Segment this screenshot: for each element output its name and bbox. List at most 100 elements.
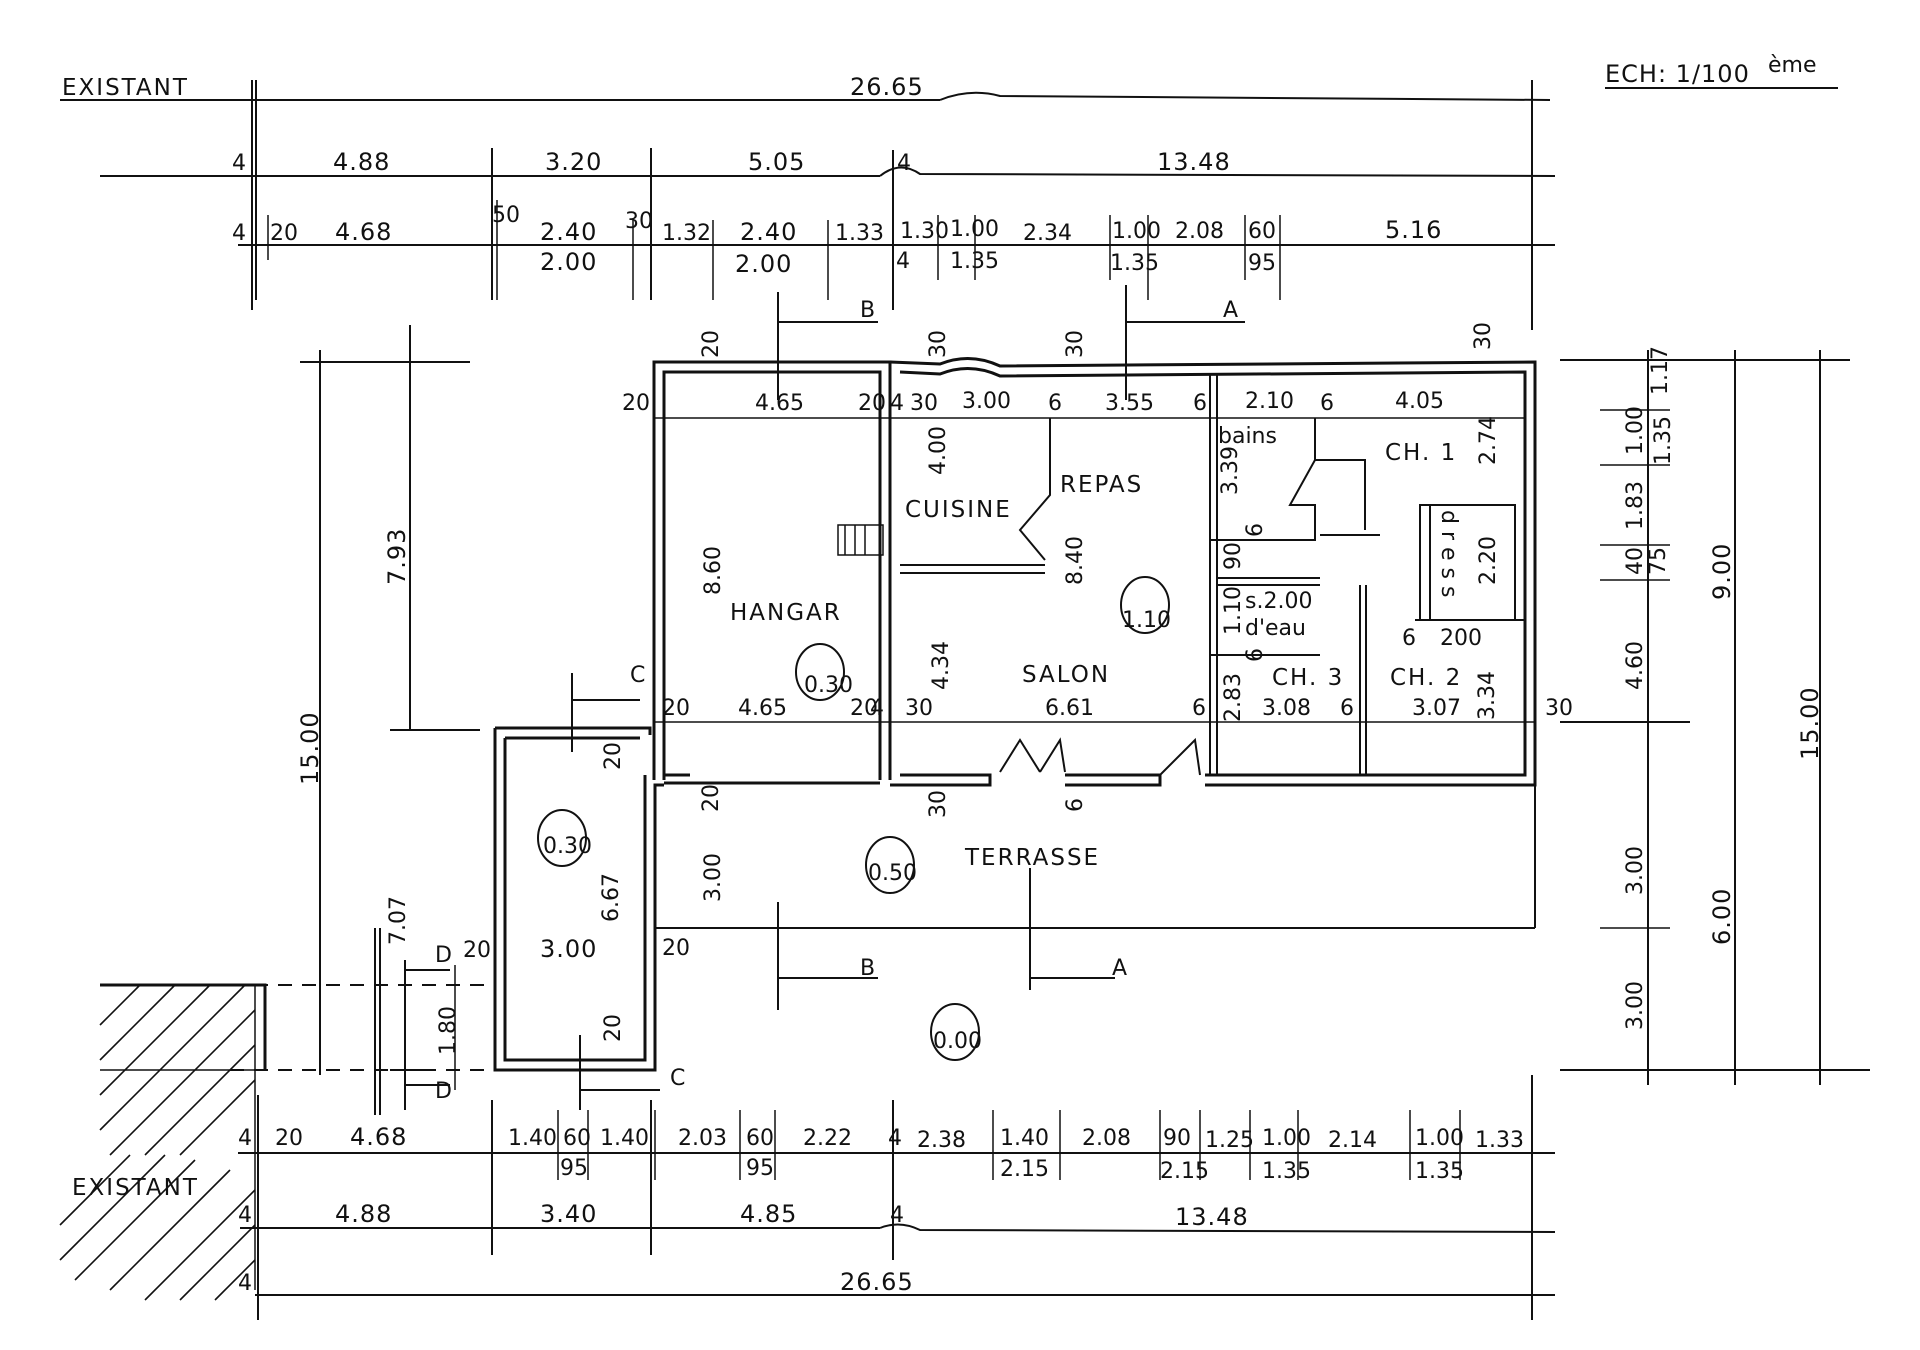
dim-int-46: 3.00 xyxy=(540,935,597,963)
dim-int-9: 2.10 xyxy=(1245,389,1294,414)
dim-right-9: 3.00 xyxy=(1623,846,1648,895)
dim-top-r3-6: 1.32 xyxy=(662,221,711,246)
dim-int-13: 8.60 xyxy=(701,546,726,595)
dim-top-r3-0: 4 xyxy=(232,221,246,246)
dim-int-8: 6 xyxy=(1193,391,1207,416)
dim-int-19: 90 xyxy=(1221,542,1246,570)
dim-top-r3-4: 2.40 xyxy=(540,218,597,246)
dim-bot-10: 2.38 xyxy=(917,1128,966,1153)
dim-int-2: 20 xyxy=(858,391,886,416)
dim-int-31: 6 xyxy=(1192,696,1206,721)
dim-bot-0: 4 xyxy=(238,1126,252,1151)
dim-int-15: 4.34 xyxy=(929,641,954,690)
dim-right-6: 4.60 xyxy=(1623,641,1648,690)
dim-left-3: 1.80 xyxy=(436,1006,461,1055)
dim-bot-sub-5: 1.35 xyxy=(1415,1159,1464,1184)
level-marker-terrasse xyxy=(865,836,915,894)
section-d-bottom: D xyxy=(435,1079,452,1104)
dim-bot-12: 2.08 xyxy=(1082,1126,1131,1151)
dim-top-r2-1: 4.88 xyxy=(333,148,390,176)
section-b-top: B xyxy=(860,298,875,323)
dim-bot-18: 1.33 xyxy=(1475,1128,1524,1153)
dim-left-2: 7.07 xyxy=(386,896,411,945)
dim-top-sub-1: 2.00 xyxy=(735,250,792,278)
dim-right-5: 75 xyxy=(1646,547,1671,575)
dim-bot-sub-1: 95 xyxy=(746,1156,774,1181)
left-dimension-lines xyxy=(230,325,490,1115)
dim-right-7: 9.00 xyxy=(1708,543,1736,600)
section-a-top: A xyxy=(1223,298,1238,323)
dim-int-29: 6 xyxy=(1340,696,1354,721)
dim-top-r3-14: 60 xyxy=(1248,219,1276,244)
dim-int-14: 8.40 xyxy=(1063,536,1088,585)
dim-top-sub-0: 2.00 xyxy=(540,248,597,276)
dim-bot-sub-0: 95 xyxy=(560,1156,588,1181)
dim-int-1: 4.65 xyxy=(755,391,804,416)
dim-int-43: 6.67 xyxy=(599,873,624,922)
level-marker-exterieur xyxy=(930,1003,980,1061)
dim-top-r2-3: 5.05 xyxy=(748,148,805,176)
dim-int-28: 3.34 xyxy=(1475,671,1500,720)
dim-int-0: 20 xyxy=(622,391,650,416)
room-terrasse: TERRASSE xyxy=(964,845,1100,871)
room-salle-eau-1: s.2.00 xyxy=(1245,589,1312,614)
dim-bot-5: 1.40 xyxy=(600,1126,649,1151)
dim-int-48: 20 xyxy=(601,742,626,770)
section-c-bottom: C xyxy=(670,1066,685,1091)
section-c-top: C xyxy=(630,663,645,688)
dim-top-r3-8: 1.33 xyxy=(835,221,884,246)
dim-top-r3-13: 2.08 xyxy=(1175,219,1224,244)
dim-top-overall: 26.65 xyxy=(850,73,924,101)
dim-bot-6: 2.03 xyxy=(678,1126,727,1151)
dim-bot-15: 1.00 xyxy=(1262,1126,1311,1151)
dim-top-r3-1: 20 xyxy=(270,221,298,246)
dim-bot-r2-1: 4.88 xyxy=(335,1200,392,1228)
dim-right-8: 15.00 xyxy=(1796,686,1824,760)
room-bains: bains xyxy=(1218,424,1277,449)
dim-int-4: 30 xyxy=(910,391,938,416)
dim-bot-r2-2: 3.40 xyxy=(540,1200,597,1228)
dim-right-4: 40 xyxy=(1623,547,1648,575)
dim-bot-7: 60 xyxy=(746,1126,774,1151)
top-dimension-lines xyxy=(60,80,1556,330)
dim-bot-2: 4.68 xyxy=(350,1123,407,1151)
dim-int-50: 20 xyxy=(699,784,724,812)
dim-int-33: 4.65 xyxy=(738,696,787,721)
dim-bot-sub-3: 2.15 xyxy=(1160,1159,1209,1184)
dim-right-3: 1.83 xyxy=(1623,481,1648,530)
dim-int-44: 3.00 xyxy=(701,853,726,902)
scale-suffix: ème xyxy=(1768,53,1817,78)
dim-top-r2-2: 3.20 xyxy=(545,148,602,176)
dim-top-sub-4: 1.35 xyxy=(1110,251,1159,276)
dim-int-16: 3.39 xyxy=(1218,446,1243,495)
dim-bot-14: 1.25 xyxy=(1205,1128,1254,1153)
dim-bot-17: 1.00 xyxy=(1415,1126,1464,1151)
level-exterieur: 0.00 xyxy=(933,1029,982,1054)
section-d-top: D xyxy=(435,943,452,968)
room-repas: REPAS xyxy=(1060,472,1143,498)
dim-bot-r3-0: 4 xyxy=(238,1271,252,1296)
dim-int-30: 6.61 xyxy=(1045,696,1094,721)
dim-int-49: 20 xyxy=(601,1014,626,1042)
room-ch2: CH. 2 xyxy=(1390,665,1462,691)
room-ch1: CH. 1 xyxy=(1385,440,1457,466)
dim-int-35: 4 xyxy=(870,696,884,721)
dim-top-r3-9: 1.30 xyxy=(900,219,949,244)
dim-left-0: 7.93 xyxy=(383,528,411,585)
dim-bot-3: 1.40 xyxy=(508,1126,557,1151)
dim-bot-8: 2.22 xyxy=(803,1126,852,1151)
dim-int-42: 30 xyxy=(926,790,951,818)
bottom-dimension-lines xyxy=(238,1075,1556,1320)
dim-int-6: 6 xyxy=(1048,391,1062,416)
dim-int-41: 30 xyxy=(1471,322,1496,350)
dim-top-r3-5: 30 xyxy=(625,209,653,234)
dim-bot-13: 90 xyxy=(1163,1126,1191,1151)
dim-int-39: 30 xyxy=(926,330,951,358)
level-marker-repas xyxy=(1120,576,1170,634)
level-annexe: 0.30 xyxy=(543,834,592,859)
dim-int-24: 6 xyxy=(1402,626,1416,651)
dim-top-r2-0: 4 xyxy=(232,151,246,176)
dim-bot-r2-5: 13.48 xyxy=(1175,1203,1249,1231)
dim-int-10: 6 xyxy=(1320,391,1334,416)
level-hangar: 0.30 xyxy=(804,673,853,698)
